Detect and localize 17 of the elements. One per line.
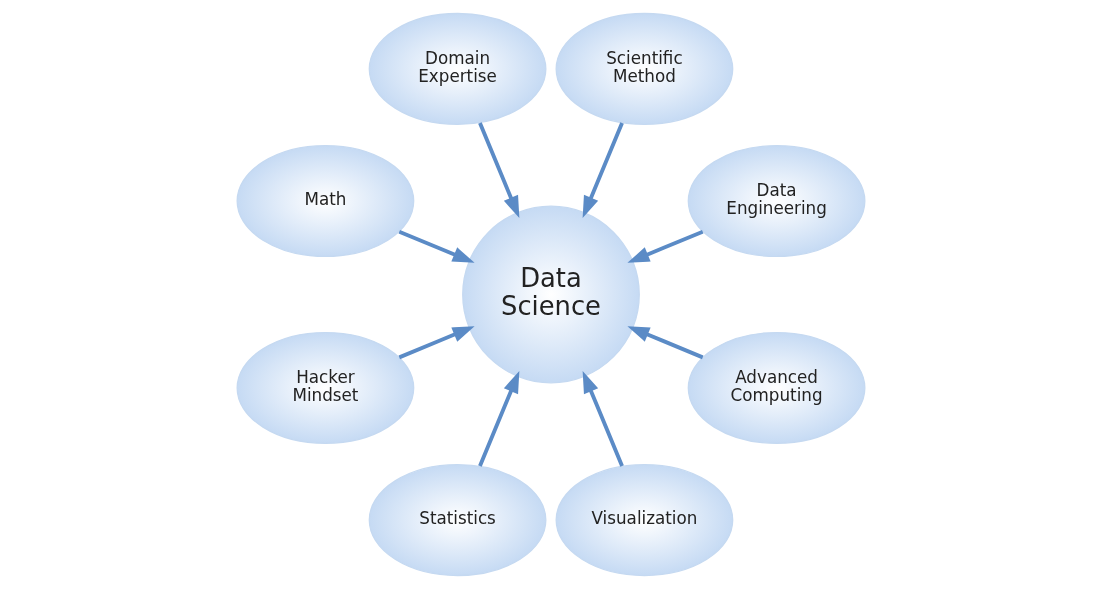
arrow (582, 122, 624, 219)
node-ellipse: Visualization (555, 464, 734, 577)
arrow (398, 326, 475, 360)
node-circle: Data Science (462, 205, 640, 384)
arrow (582, 370, 624, 467)
node-ellipse: Hacker Mindset (236, 331, 415, 444)
node-ellipse: Advanced Computing (687, 331, 866, 444)
arrow (478, 122, 520, 219)
node-ellipse: Data Engineering (687, 145, 866, 258)
node-ellipse: Scientific Method (555, 12, 734, 125)
arrow (627, 326, 704, 360)
node-ellipse: Statistics (368, 464, 547, 577)
node-ellipse: Math (236, 145, 415, 258)
arrow (398, 229, 475, 263)
node-ellipse: Domain Expertise (368, 12, 547, 125)
arrow (478, 370, 520, 467)
arrow (627, 229, 704, 263)
